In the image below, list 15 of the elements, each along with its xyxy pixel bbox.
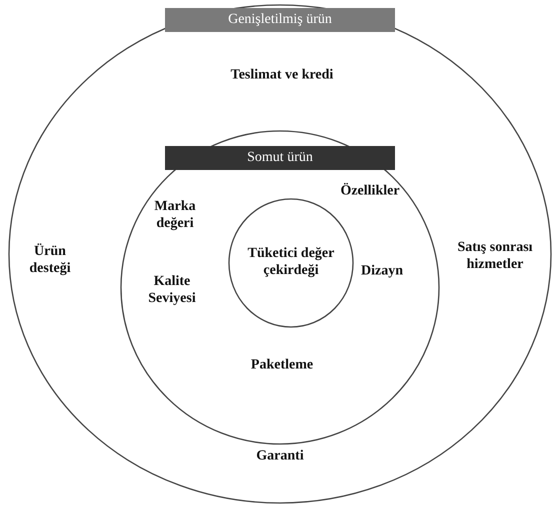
- ring-label: Garanti: [255, 448, 305, 464]
- ring-label: Kalite Seviyesi: [147, 273, 197, 307]
- ring-label: Dizayn: [360, 262, 404, 280]
- title-band: Genişletilmiş ürün: [165, 8, 395, 32]
- ring-label: Ürün desteği: [28, 243, 72, 277]
- ring-label: Marka değeri: [153, 198, 197, 232]
- ring-label: Teslimat ve kredi: [230, 66, 334, 84]
- ring-label: Paketleme: [250, 356, 314, 374]
- ring-label: Satış sonrası hizmetler: [456, 239, 534, 273]
- ring-circle: [120, 130, 440, 445]
- ring-circle: [8, 4, 552, 504]
- ring-label: Tüketici değer çekirdeği: [246, 245, 336, 279]
- ring-label: Özellikler: [339, 182, 401, 200]
- ring-circle: [228, 198, 354, 328]
- title-band: Somut ürün: [165, 146, 395, 170]
